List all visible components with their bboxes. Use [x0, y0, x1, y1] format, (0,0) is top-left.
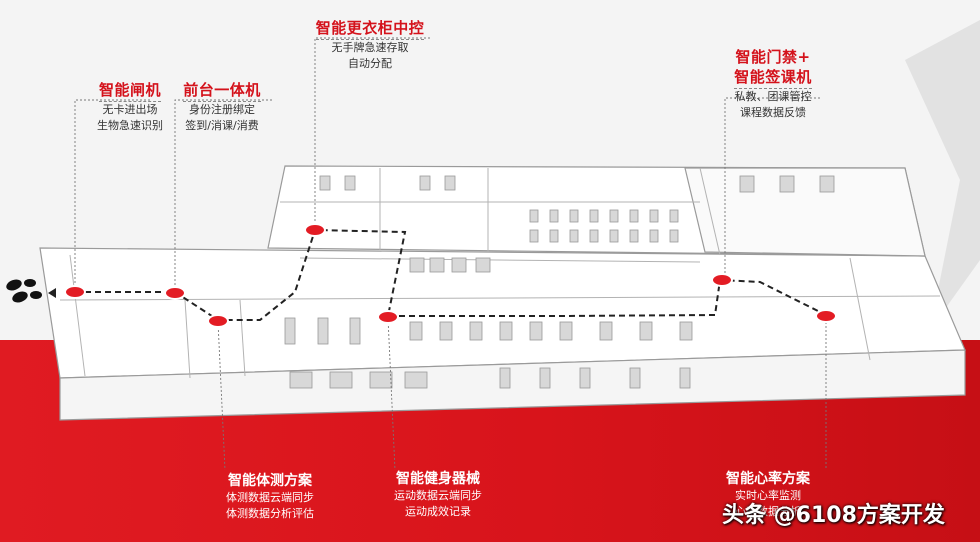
gate-line-1: 无卡进出场 [102, 103, 158, 116]
body-test-line-1: 体测数据云端同步 [226, 491, 314, 504]
marker-reception [164, 286, 186, 300]
marker-equipment [377, 310, 399, 324]
reception-line-2: 签到/消课/消费 [185, 119, 259, 132]
marker-locker [304, 223, 326, 237]
locker-title: 智能更衣柜中控 [315, 19, 425, 40]
locker-line-1: 无手牌急速存取 [331, 41, 409, 54]
reception-line-1: 身份注册绑定 [189, 103, 255, 116]
gate-title: 智能闸机 [98, 81, 161, 102]
heart-rate-line-1: 实时心率监测 [735, 489, 801, 502]
feature-markers [64, 223, 837, 328]
body-test-line-2: 体测数据分析评估 [226, 507, 314, 520]
body-test-title: 智能体测方案 [228, 473, 312, 489]
leader-lines [74, 37, 827, 471]
locker-callout: 智能更衣柜中控 无手牌急速存取 自动分配 [308, 18, 432, 72]
equipment-title: 智能健身器械 [396, 471, 480, 487]
access-callout: 智能门禁+ 智能签课机 私教、团课管控 课程数据反馈 [718, 48, 828, 121]
reception-callout: 前台一体机 身份注册绑定 签到/消课/消费 [172, 80, 272, 134]
marker-access [711, 273, 733, 287]
heart-rate-line-2: 心率数据分析 [735, 505, 801, 518]
marker-body-test [207, 314, 229, 328]
equipment-line-2: 运动成效记录 [405, 505, 471, 518]
footprints-icon [6, 279, 42, 303]
heart-rate-callout: 智能心率方案 实时心率监测 心率数据分析 [708, 470, 828, 520]
gate-line-2: 生物急速识别 [97, 119, 163, 132]
flow-start-arrow [48, 288, 56, 298]
decorative-chevron [905, 20, 980, 330]
locker-line-2: 自动分配 [348, 57, 392, 70]
heart-rate-title: 智能心率方案 [726, 471, 810, 487]
interior-walls [59, 167, 941, 379]
access-line-2: 课程数据反馈 [740, 106, 806, 119]
access-title-line-1: 智能门禁+ [735, 48, 811, 66]
marker-heart-rate [815, 309, 837, 323]
access-line-1: 私教、团课管控 [734, 90, 812, 103]
marker-gate [64, 285, 86, 299]
equipment-callout: 智能健身器械 运动数据云端同步 运动成效记录 [378, 470, 498, 520]
equipment-rows [284, 175, 835, 389]
gate-callout: 智能闸机 无卡进出场 生物急速识别 [80, 80, 180, 134]
equipment-line-1: 运动数据云端同步 [394, 489, 482, 502]
body-test-callout: 智能体测方案 体测数据云端同步 体测数据分析评估 [210, 472, 330, 522]
reception-title: 前台一体机 [183, 81, 261, 102]
watermark: 头条 @6108方案开发 [722, 503, 945, 528]
access-title-line-2: 智能签课机 [734, 68, 812, 89]
